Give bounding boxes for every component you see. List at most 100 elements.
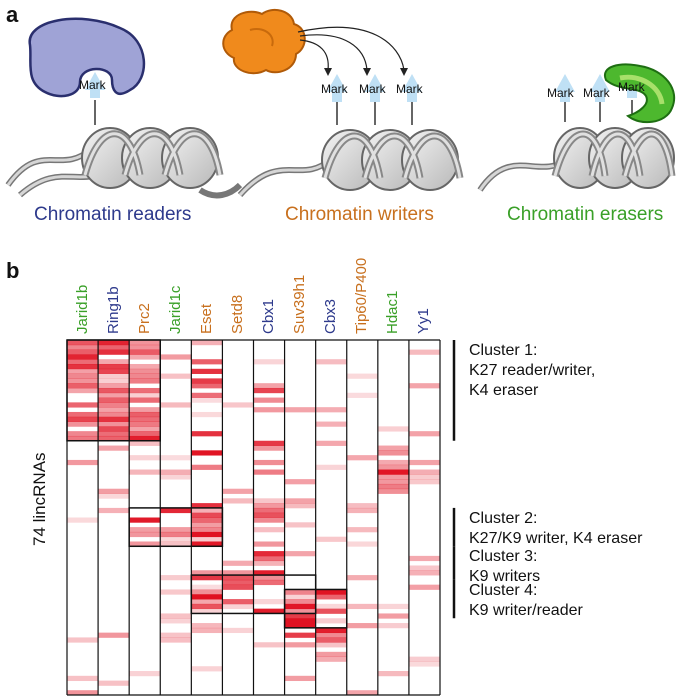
heatmap-cell [160, 589, 192, 595]
heatmap-cell [129, 354, 161, 360]
heatmap-cell [253, 642, 285, 648]
heatmap-cell [408, 656, 440, 662]
heatmap-cell [191, 531, 223, 538]
heatmap-cell [346, 527, 378, 533]
heatmap-cell [377, 483, 409, 490]
heatmap-cell [284, 503, 316, 509]
heatmap-cell [98, 359, 130, 365]
heatmap-cell [284, 407, 316, 413]
heatmap-cell [98, 349, 130, 355]
heatmap-cell [98, 407, 130, 413]
heatmap-cell [253, 560, 285, 566]
heatmap-cell [191, 541, 223, 547]
heatmap-cell [284, 589, 316, 595]
heatmap-cell [98, 421, 130, 427]
heatmap-cell [253, 397, 285, 403]
heatmap-cell [408, 661, 440, 667]
heatmap-cell [98, 368, 130, 374]
heatmap-cell [222, 402, 254, 408]
heatmap-cell [129, 373, 161, 379]
writer-arrows [297, 26, 408, 76]
heatmap-cell [129, 531, 161, 538]
heatmap-cell [67, 517, 99, 523]
heatmap-cell [129, 421, 161, 427]
heatmap-cell [284, 594, 316, 600]
marks-writers [327, 74, 422, 102]
heatmap-cell [67, 421, 99, 427]
heatmap-cell [129, 411, 161, 418]
heatmap-cell [67, 373, 99, 379]
heatmap-cell [253, 407, 285, 413]
heatmap-cell [253, 527, 285, 533]
heatmap-cell [98, 493, 130, 499]
heatmap-cell [191, 340, 223, 346]
cluster-label-line: Cluster 1: [469, 342, 538, 359]
heatmap-cell [377, 623, 409, 629]
heatmap-cell [346, 603, 378, 610]
heatmap-cell [160, 474, 192, 480]
heatmap-cell [346, 392, 378, 398]
cluster-label: Cluster 2:K27/K9 writer, K4 eraser [469, 509, 642, 549]
heatmap-cell [67, 675, 99, 682]
mark-label-writers-1: Mark [321, 82, 348, 96]
heatmap-cell [253, 445, 285, 451]
cluster-label-line: K9 writers [469, 568, 541, 586]
heatmap-cell [129, 368, 161, 374]
heatmap-cell [346, 503, 378, 509]
heatmap-cell [67, 435, 99, 442]
heatmap-cell [222, 603, 254, 610]
mark-readers [85, 72, 105, 98]
heatmap-cell [377, 450, 409, 456]
heatmap-cell [284, 623, 316, 629]
heatmap-cell [98, 507, 130, 514]
heatmap-cell [284, 522, 316, 528]
heatmap-cell [160, 618, 192, 624]
heatmap-cell [160, 507, 192, 514]
heatmap-cell [222, 498, 254, 504]
heatmap-cell [129, 527, 161, 533]
heatmap-cell [315, 603, 347, 610]
cluster-label-line: Cluster 3: [469, 548, 538, 566]
cluster-box [283, 588, 348, 629]
heatmap-cell [315, 642, 347, 648]
heatmap-cell [253, 599, 285, 605]
heatmap-cell [408, 349, 440, 355]
heatmap-cell [129, 455, 161, 461]
heatmap-cell [160, 354, 192, 360]
heatmap-cell [98, 411, 130, 418]
heatmap-cell [284, 479, 316, 485]
heatmap-cell [191, 383, 223, 389]
heatmap-cell [315, 440, 347, 446]
heatmap-cell [408, 555, 440, 562]
chromatin-fiber-erasers [477, 100, 676, 192]
heatmap-cell [98, 378, 130, 384]
heatmap-cell [191, 368, 223, 374]
caption-chromatin-writers: Chromatin writers [285, 204, 434, 225]
heatmap-cell [98, 426, 130, 432]
mark-label-writers-3: Mark [396, 82, 423, 96]
heatmap-cell [284, 632, 316, 638]
heatmap-cell [315, 594, 347, 600]
heatmap-cell [129, 397, 161, 403]
caption-chromatin-readers: Chromatin readers [34, 204, 192, 225]
heatmap-cell [408, 383, 440, 389]
heatmap-cell [191, 359, 223, 365]
cluster-box [190, 574, 317, 615]
heatmap-cell [191, 517, 223, 523]
heatmap-cell [253, 383, 285, 389]
heatmap-cell [315, 536, 347, 542]
heatmap-cell [98, 383, 130, 389]
heatmap-cell [253, 507, 285, 514]
heatmap-cell [191, 522, 223, 528]
heatmap-cell [98, 344, 130, 350]
cluster-label-line: K27/K9 writer, K4 eraser [469, 529, 643, 547]
heatmap-cell [191, 623, 223, 629]
heatmap-cell [191, 666, 223, 672]
heatmap-cell [98, 397, 130, 403]
heatmap-cell [67, 387, 99, 394]
heatmap-cell [408, 474, 440, 480]
heatmap-cell [377, 426, 409, 432]
heatmap-cell [67, 402, 99, 408]
heatmap-cell [346, 575, 378, 581]
heatmap-cell [253, 512, 285, 518]
